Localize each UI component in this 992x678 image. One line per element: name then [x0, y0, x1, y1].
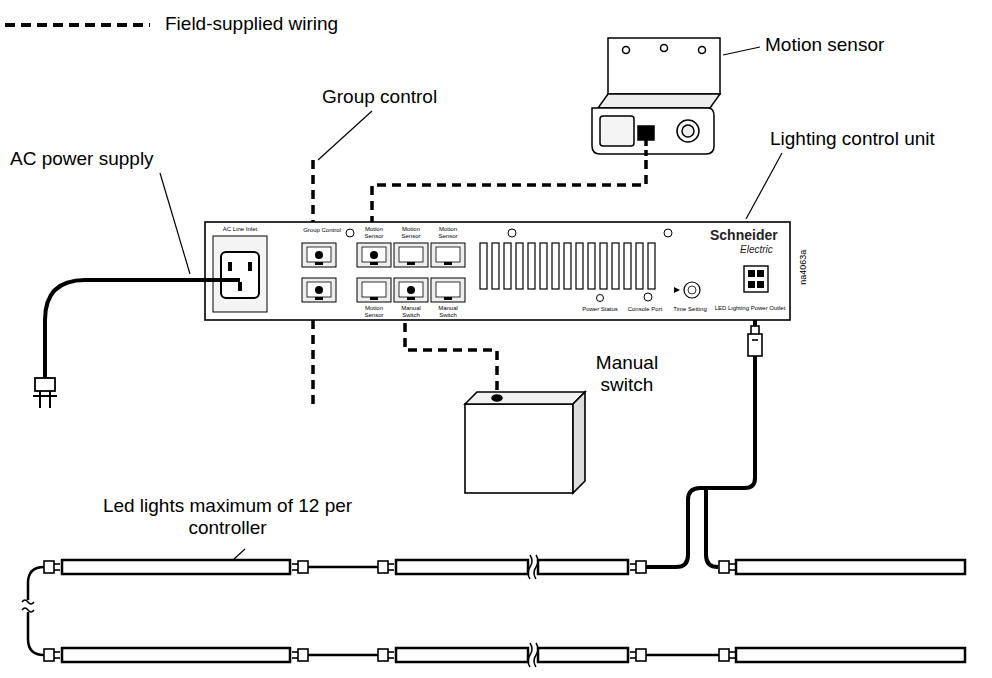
legend-text: Field-supplied wiring: [165, 13, 338, 35]
legend-swatch: [5, 23, 150, 27]
panel-label: Time Setting: [670, 306, 710, 313]
panel-label: Manual Switch: [393, 305, 429, 318]
motion-sensor-figure: [592, 38, 720, 154]
field-wire: [405, 320, 497, 390]
panel-label: Console Port: [625, 306, 665, 313]
panel-label: Manual Switch: [430, 305, 466, 318]
manual-switch-figure: [465, 392, 585, 493]
field-wire: [372, 160, 646, 222]
led-lights: Led lights maximum of 12 per controller: [15, 470, 975, 670]
callout-text: Led lights maximum of 12 per controller: [90, 495, 365, 539]
control-unit-panel: [205, 222, 790, 320]
sensor-wire: [644, 140, 648, 160]
panel-label: AC Line Inlet: [215, 226, 265, 233]
lighting-control-unit: Lighting control unitSchneiderElectric: [205, 222, 790, 320]
panel-label: Power Status: [580, 306, 620, 313]
panel-label: Motion Sensor: [430, 226, 466, 239]
ac-power-cord: [33, 280, 205, 408]
callout-text: Group control: [322, 86, 437, 108]
brand-logo: Electric: [740, 244, 773, 256]
motion-sensor: Motion sensor: [588, 38, 723, 160]
led-power-plug: [748, 326, 762, 356]
panel-label: Group Control: [300, 227, 344, 234]
callout-text: AC power supply: [10, 148, 154, 170]
figure-code: na4063a: [798, 244, 808, 290]
brand-logo: Schneider: [710, 227, 778, 243]
panel-label: Motion Sensor: [393, 226, 429, 239]
manual-switch: Manual switch: [463, 390, 588, 495]
callout-text: Lighting control unit: [770, 128, 935, 150]
callout-text: Motion sensor: [765, 34, 884, 56]
panel-label: LED Lighting Power Outlet: [712, 305, 788, 312]
panel-label: Motion Sensor: [356, 305, 392, 318]
callout-text: Manual switch: [591, 352, 663, 396]
led-light-tubes: [22, 470, 965, 667]
panel-label: Motion Sensor: [356, 226, 392, 239]
